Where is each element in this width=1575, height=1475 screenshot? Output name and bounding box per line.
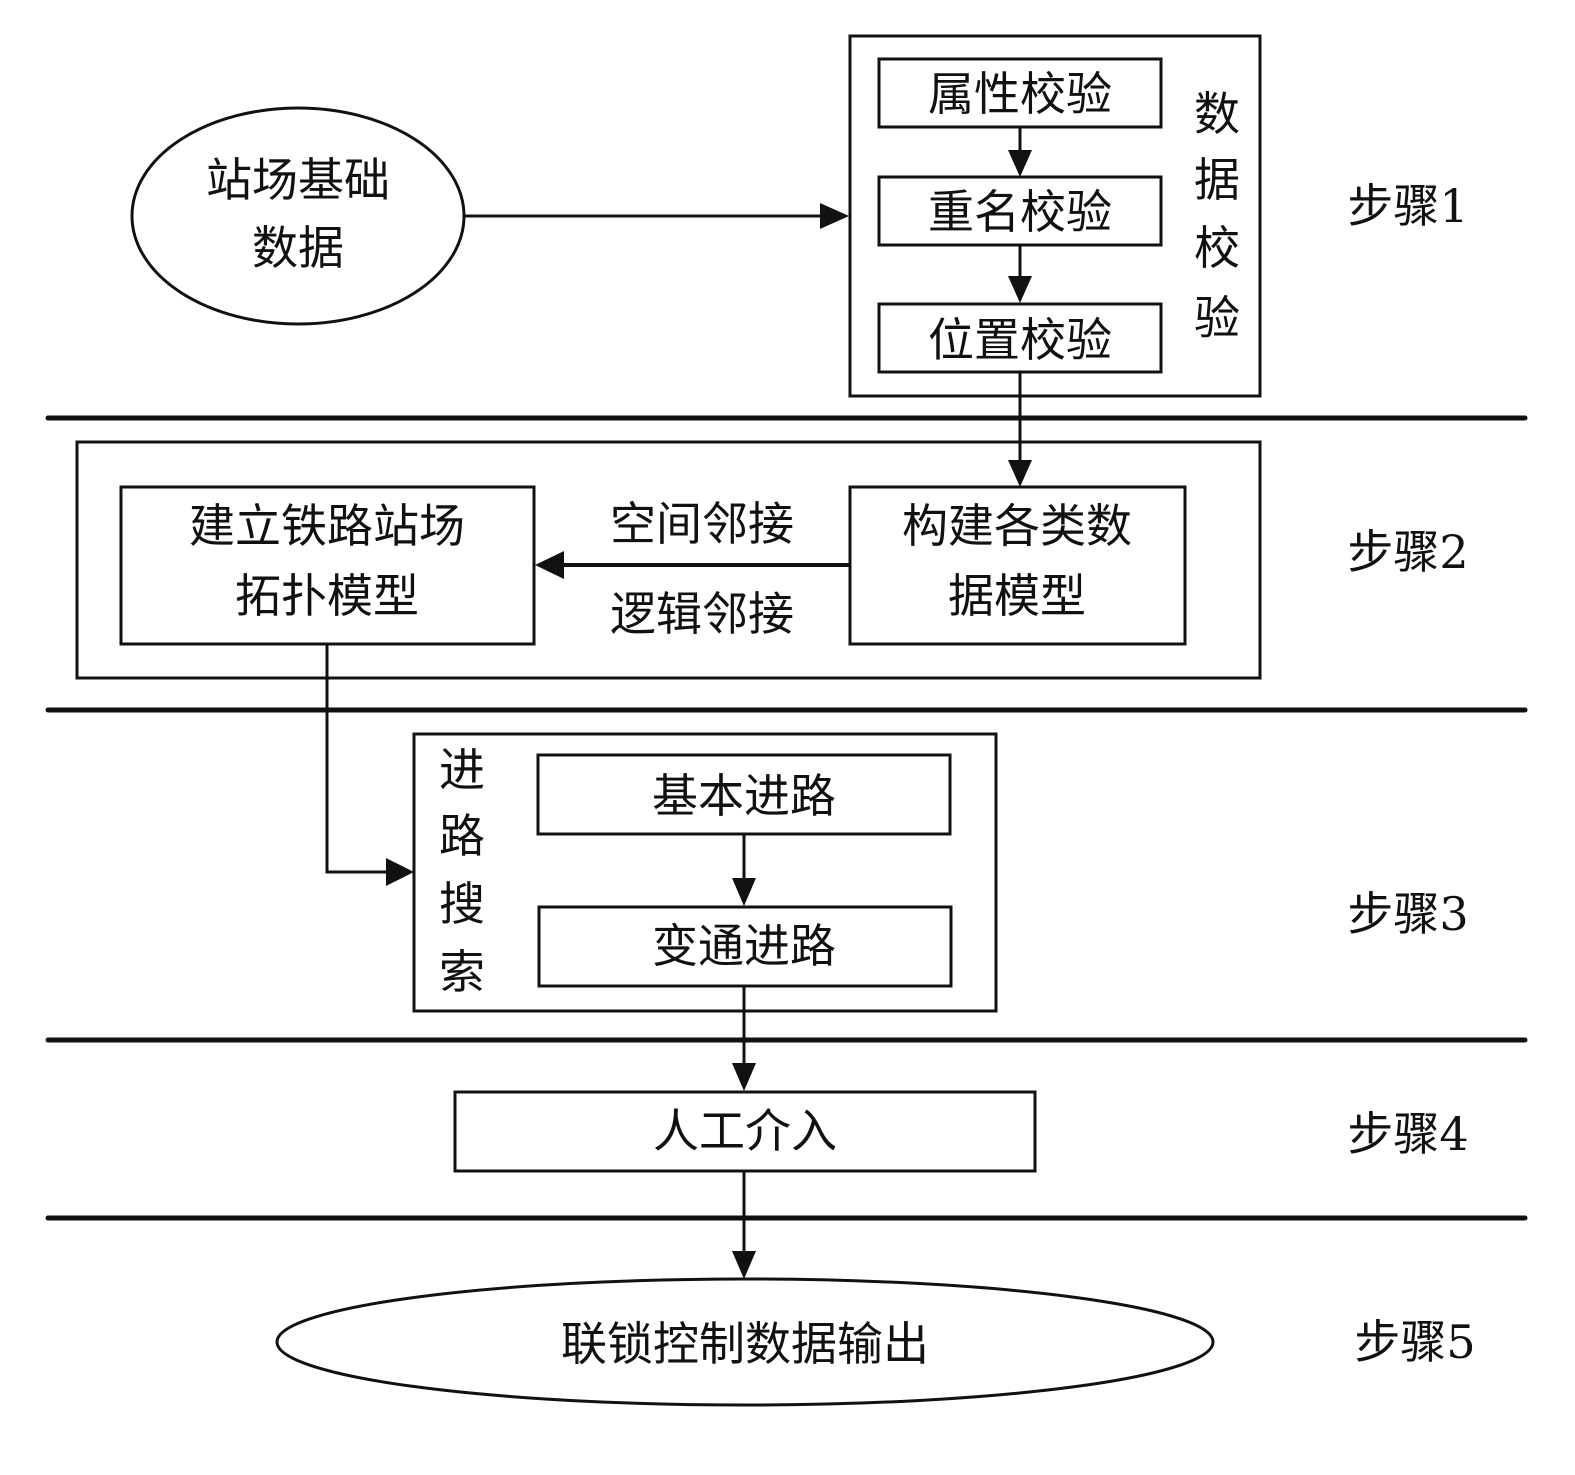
basic-route-box[interactable] <box>536 753 952 836</box>
arrow-head-icon <box>732 1063 756 1091</box>
step5-section: 联锁控制数据输出 步骤5 <box>275 1277 1476 1407</box>
arrow-head-icon <box>386 858 414 886</box>
build-data-models-line2: 据模型 <box>948 569 1086 623</box>
attribute-check-box[interactable] <box>877 57 1163 129</box>
build-data-models-box[interactable] <box>848 485 1187 646</box>
duplicate-name-check-label: 重名校验 <box>928 185 1112 239</box>
topology-model-line2: 拓扑模型 <box>235 569 419 623</box>
build-data-models-line1: 构建各类数 <box>902 499 1132 553</box>
route-search-label-char: 进 <box>439 743 485 797</box>
attribute-check-label: 属性校验 <box>928 67 1112 121</box>
arrow-head-icon <box>1008 276 1032 303</box>
position-check-box[interactable] <box>877 302 1163 374</box>
station-base-data-line2: 数据 <box>252 221 344 275</box>
topology-model-line1: 建立铁路站场 <box>189 499 465 553</box>
data-check-group-label-char: 验 <box>1194 291 1240 345</box>
model-build-group <box>75 440 1262 680</box>
arrow-head-icon <box>1008 460 1032 487</box>
step3-label: 步骤3 <box>1347 887 1468 941</box>
arrow-head-icon <box>820 203 849 229</box>
connector-topology-to-route-search <box>325 644 390 874</box>
topology-model-box[interactable] <box>119 485 536 646</box>
arrow-head-icon <box>732 1251 756 1279</box>
alternative-route-label: 变通进路 <box>652 919 836 973</box>
basic-route-label: 基本进路 <box>652 769 836 823</box>
route-search-group <box>412 732 998 1013</box>
route-search-label-char: 路 <box>439 809 485 863</box>
spatial-adjacency-label: 空间邻接 <box>610 497 794 551</box>
arrow-head-icon <box>535 551 564 579</box>
step5-label: 步骤5 <box>1354 1315 1475 1369</box>
step4-label: 步骤4 <box>1347 1107 1468 1161</box>
manual-intervention-label: 人工介入 <box>653 1104 837 1158</box>
route-search-label-char: 索 <box>439 945 485 999</box>
station-base-data-node[interactable] <box>130 106 466 326</box>
interlocking-output-label: 联锁控制数据输出 <box>561 1317 929 1371</box>
arrow-head-icon <box>1008 150 1032 177</box>
step4-section: 人工介入 步骤4 <box>453 1090 1469 1173</box>
data-check-group-label-char: 数 <box>1194 87 1240 141</box>
position-check-label: 位置校验 <box>928 313 1112 367</box>
duplicate-name-check-box[interactable] <box>877 175 1163 247</box>
route-search-label-char: 搜 <box>439 877 485 931</box>
logical-adjacency-label: 逻辑邻接 <box>610 587 794 641</box>
data-check-group <box>848 34 1262 398</box>
step2-label: 步骤2 <box>1347 525 1468 579</box>
step2-section: 建立铁路站场 拓扑模型 构建各类数 据模型 空间邻接 逻辑邻接 步骤2 <box>75 440 1469 680</box>
data-check-group-label-char: 据 <box>1194 153 1240 207</box>
arrow-head-icon <box>732 878 756 906</box>
step3-section: 进 路 搜 索 基本进路 变通进路 步骤3 <box>412 732 1469 1013</box>
step1-section: 站场基础 数据 属性校验 重名校验 位置校验 数 据 校 验 步骤1 <box>130 34 1469 398</box>
step1-label: 步骤1 <box>1347 179 1468 233</box>
data-check-group-label-char: 校 <box>1194 221 1240 275</box>
station-base-data-line1: 站场基础 <box>206 153 390 207</box>
interlocking-output-node[interactable] <box>275 1277 1215 1407</box>
